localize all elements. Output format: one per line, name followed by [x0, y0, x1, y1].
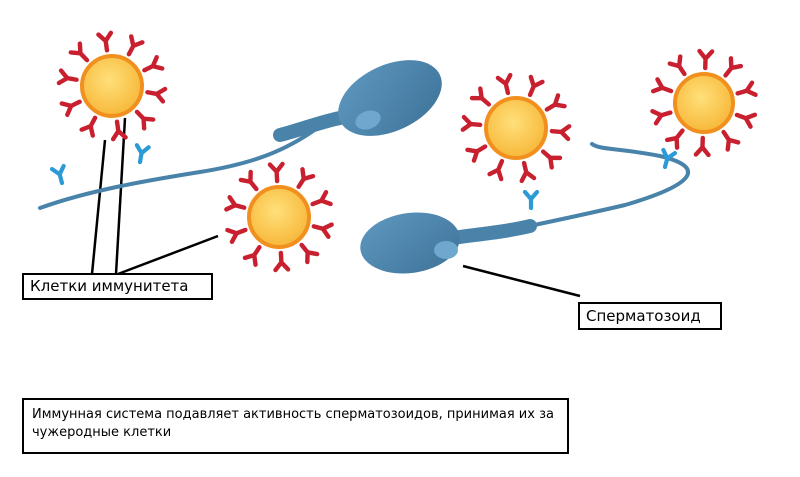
antibody-icon	[311, 222, 334, 239]
antibody-icon	[469, 86, 492, 107]
antibody-icon	[723, 56, 744, 78]
antibody-icon	[735, 80, 758, 97]
antibody-icon	[465, 144, 488, 163]
antibody-icon	[242, 244, 262, 267]
leader-immune-3	[117, 234, 219, 276]
sperm-label: Сперматозоид	[578, 302, 722, 330]
antibody-icon	[68, 41, 90, 63]
antibody-icon	[519, 160, 537, 184]
immune-cell-icon	[224, 161, 334, 273]
leader-lines	[90, 117, 581, 298]
antibody-icon	[145, 86, 168, 104]
sperm-cell-icon	[273, 60, 442, 142]
free-antibodies	[49, 143, 678, 211]
leader-immune-2	[114, 117, 127, 275]
antibody-icon	[299, 242, 320, 265]
immune-cell-icon	[460, 72, 572, 184]
antibody-icon	[56, 68, 79, 86]
caption-box: Иммунная система подавляет активность сп…	[22, 398, 569, 454]
antibody-icon	[296, 167, 316, 190]
antibody-icon	[540, 149, 563, 170]
antibody-icon	[693, 135, 711, 158]
antibody-icon	[487, 158, 505, 182]
antibody-icon	[134, 143, 151, 165]
antibody-icon	[142, 54, 165, 73]
antibody-icon	[527, 74, 545, 98]
antibody-icon	[225, 227, 248, 245]
antibody-icon	[522, 189, 540, 211]
immune-cell-icon	[56, 30, 168, 142]
sperm-tail-1	[38, 124, 322, 210]
antibody-icon	[126, 34, 145, 57]
immune-cell-icon	[650, 48, 758, 158]
antibody-icon	[96, 30, 114, 53]
immune-cells	[56, 30, 758, 273]
antibody-icon	[273, 250, 291, 273]
sperm-tails	[38, 124, 690, 242]
antibody-icon	[667, 54, 687, 77]
antibody-icon	[650, 109, 673, 126]
antibody-icon	[650, 77, 674, 94]
antibody-icon	[110, 119, 128, 142]
antibody-icon	[549, 124, 572, 142]
leader-sperm	[462, 264, 581, 298]
antibody-icon	[495, 72, 513, 96]
antibody-icon	[310, 189, 333, 207]
antibody-icon	[59, 99, 82, 118]
leader-immune-1	[90, 139, 107, 275]
antibody-icon	[224, 195, 247, 212]
sperm-cell-icon	[360, 212, 537, 274]
antibody-icon	[460, 114, 483, 132]
antibody-icon	[79, 115, 98, 138]
antibody-icon	[661, 147, 678, 170]
antibody-icon	[734, 112, 758, 129]
antibody-icon	[267, 161, 285, 184]
antibody-icon	[697, 48, 715, 71]
antibody-icon	[664, 128, 685, 150]
antibody-icon	[49, 163, 66, 186]
immune-cells-label: Клетки иммунитета	[22, 273, 213, 300]
antibody-icon	[238, 169, 259, 192]
antibody-icon	[721, 129, 741, 152]
antibody-icon	[134, 109, 156, 131]
antibody-icon	[544, 93, 567, 112]
